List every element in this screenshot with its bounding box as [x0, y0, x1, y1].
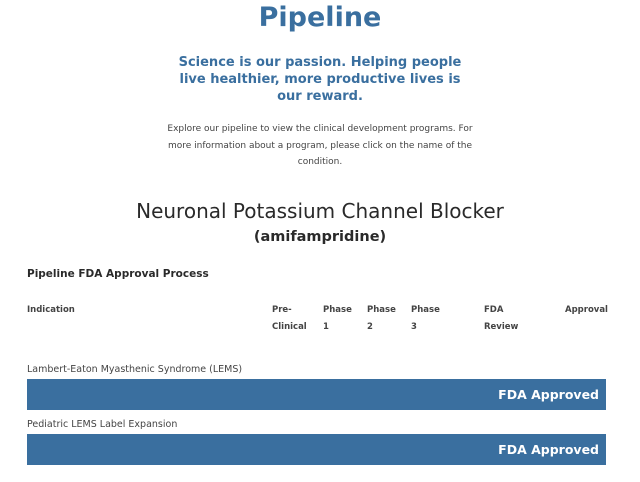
- status-label: FDA Approved: [498, 442, 599, 457]
- progress-bar-lems: FDA Approved: [27, 379, 606, 410]
- indication-link-pediatric-lems[interactable]: Pediatric LEMS Label Expansion: [27, 419, 178, 430]
- column-header-fda-review: FDA Review: [484, 305, 519, 332]
- column-header-pre-clinical: Pre- Clinical: [272, 305, 307, 332]
- approval-process-heading: Pipeline FDA Approval Process: [27, 268, 209, 280]
- drug-generic-name: (amifampridine): [253, 229, 387, 245]
- column-header-indication: Indication: [27, 305, 75, 315]
- drug-name: Neuronal Potassium Channel Blocker: [136, 199, 504, 223]
- column-header-phase-2: Phase 2: [367, 305, 396, 332]
- column-header-phase-1: Phase 1: [323, 305, 352, 332]
- indication-link-lems[interactable]: Lambert-Eaton Myasthenic Syndrome (LEMS): [27, 364, 243, 375]
- tagline: Science is our passion. Helping people l…: [178, 55, 462, 104]
- column-header-phase-3: Phase 3: [411, 305, 440, 332]
- page-title: Pipeline: [258, 2, 382, 33]
- status-label: FDA Approved: [498, 387, 599, 402]
- column-header-approval: Approval: [565, 305, 608, 315]
- progress-bar-pediatric-lems: FDA Approved: [27, 434, 606, 465]
- intro-text: Explore our pipeline to view the clinica…: [167, 124, 473, 167]
